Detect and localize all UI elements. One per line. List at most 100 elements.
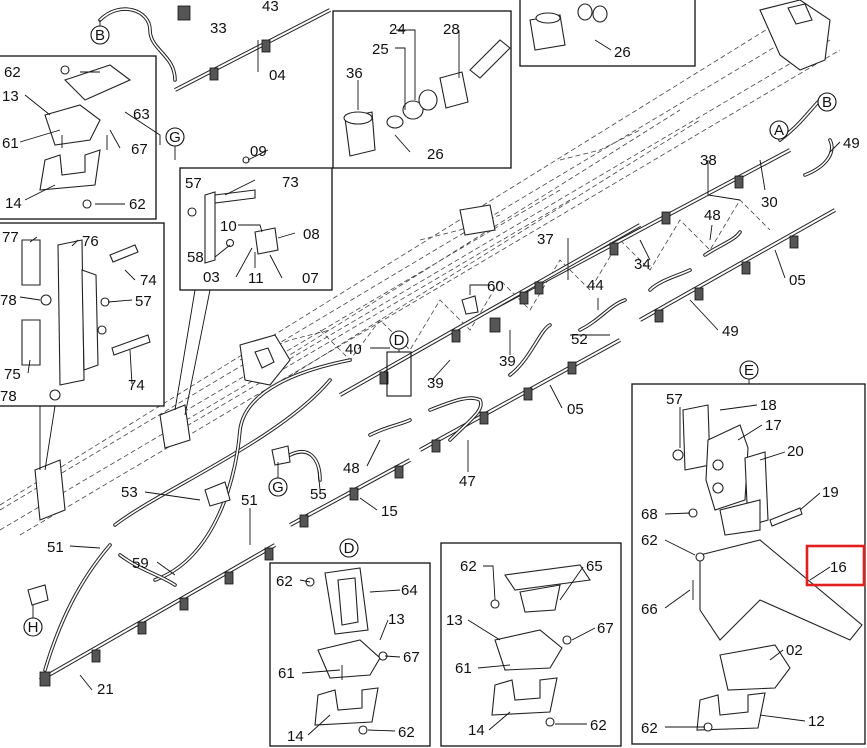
- label-75: 75: [4, 366, 21, 383]
- svg-text:D: D: [344, 540, 355, 557]
- callout-a: A: [769, 120, 789, 140]
- label-48a: 48: [704, 207, 721, 224]
- label-44: 44: [587, 277, 604, 294]
- label-05a: 05: [789, 272, 806, 289]
- svg-text:G: G: [272, 479, 284, 496]
- label-08: 08: [303, 226, 320, 243]
- label-16: 16: [830, 559, 847, 576]
- label-51b: 51: [241, 492, 258, 509]
- callout-b-right: B: [817, 92, 837, 112]
- label-13b: 13: [388, 611, 405, 628]
- label-62g: 62: [641, 532, 658, 549]
- label-61b: 61: [278, 665, 295, 682]
- label-57a: 57: [185, 175, 202, 192]
- label-13c: 13: [446, 612, 463, 629]
- label-61a: 61: [2, 135, 19, 152]
- label-57b: 57: [135, 293, 152, 310]
- inset-box-e: [631, 383, 866, 745]
- callout-d-box: D: [339, 538, 359, 558]
- label-67b: 67: [403, 649, 420, 666]
- label-18: 18: [760, 397, 777, 414]
- label-12: 12: [808, 713, 825, 730]
- label-14a: 14: [5, 195, 22, 212]
- label-05b: 05: [567, 401, 584, 418]
- label-68: 68: [641, 506, 658, 523]
- callout-d-main: D: [389, 330, 409, 350]
- label-74b: 74: [128, 377, 145, 394]
- label-14b: 14: [287, 728, 304, 745]
- label-77: 77: [2, 229, 19, 246]
- label-61c: 61: [455, 660, 472, 677]
- label-73: 73: [282, 174, 299, 191]
- svg-text:A: A: [774, 122, 784, 139]
- callout-e-box: E: [739, 360, 759, 380]
- label-09: 09: [250, 143, 267, 160]
- label-49b: 49: [722, 323, 739, 340]
- inset-box-coupling: [332, 10, 512, 169]
- label-62f: 62: [590, 717, 607, 734]
- inset-box-d: [269, 562, 431, 747]
- label-04: 04: [269, 67, 286, 84]
- label-67a: 67: [131, 141, 148, 158]
- label-76: 76: [82, 233, 99, 250]
- top-left-piping: [98, 5, 331, 92]
- label-48b: 48: [343, 460, 360, 477]
- label-57c: 57: [666, 391, 683, 408]
- inset-box-plate: [0, 222, 165, 407]
- label-34: 34: [634, 256, 651, 273]
- label-17: 17: [765, 417, 782, 434]
- svg-text:G: G: [169, 129, 181, 146]
- label-03: 03: [203, 269, 220, 286]
- label-62c: 62: [276, 573, 293, 590]
- label-62h: 62: [641, 720, 658, 737]
- label-11: 11: [248, 270, 264, 287]
- label-39a: 39: [499, 353, 516, 370]
- nozzle-clamps: [27, 175, 799, 687]
- label-53: 53: [121, 484, 138, 501]
- label-62e: 62: [460, 558, 477, 575]
- label-38: 38: [700, 152, 717, 169]
- label-49a: 49: [843, 135, 860, 152]
- label-26b: 26: [614, 44, 631, 61]
- label-66: 66: [641, 601, 658, 618]
- inset-box-bracket: [179, 156, 333, 291]
- label-78b: 78: [0, 388, 17, 405]
- label-25: 25: [372, 41, 389, 58]
- inset-box-top-right: [519, 0, 696, 67]
- label-02: 02: [786, 642, 803, 659]
- label-36: 36: [346, 65, 363, 82]
- svg-text:H: H: [28, 619, 39, 636]
- label-28: 28: [443, 21, 460, 38]
- label-67c: 67: [597, 620, 614, 637]
- label-63: 63: [133, 106, 150, 123]
- callout-g-box: G: [165, 127, 185, 147]
- label-47: 47: [459, 473, 476, 490]
- svg-text:E: E: [744, 362, 754, 379]
- inset-box-g: [0, 55, 157, 220]
- callouts: B B A G G D D E H: [23, 20, 837, 637]
- label-78a: 78: [0, 292, 17, 309]
- leader-lines: [19, 29, 841, 736]
- label-64: 64: [401, 582, 418, 599]
- label-19: 19: [822, 484, 839, 501]
- svg-text:B: B: [95, 27, 105, 44]
- callout-g-main: G: [268, 477, 288, 497]
- callout-b-top: B: [90, 25, 110, 45]
- label-52: 52: [571, 331, 588, 348]
- label-62d: 62: [398, 724, 415, 741]
- label-24: 24: [389, 21, 406, 38]
- label-14c: 14: [468, 722, 485, 739]
- label-62a: 62: [4, 64, 21, 81]
- label-55: 55: [310, 486, 327, 503]
- label-26a: 26: [427, 146, 444, 163]
- label-43: 43: [262, 0, 279, 15]
- callout-h: H: [23, 617, 43, 637]
- label-21: 21: [97, 681, 114, 698]
- inset-box-65: [440, 542, 622, 747]
- label-20: 20: [787, 443, 804, 460]
- label-30: 30: [761, 194, 778, 211]
- label-13a: 13: [2, 88, 19, 105]
- label-37: 37: [537, 231, 554, 248]
- label-65: 65: [586, 558, 603, 575]
- label-15: 15: [381, 503, 398, 520]
